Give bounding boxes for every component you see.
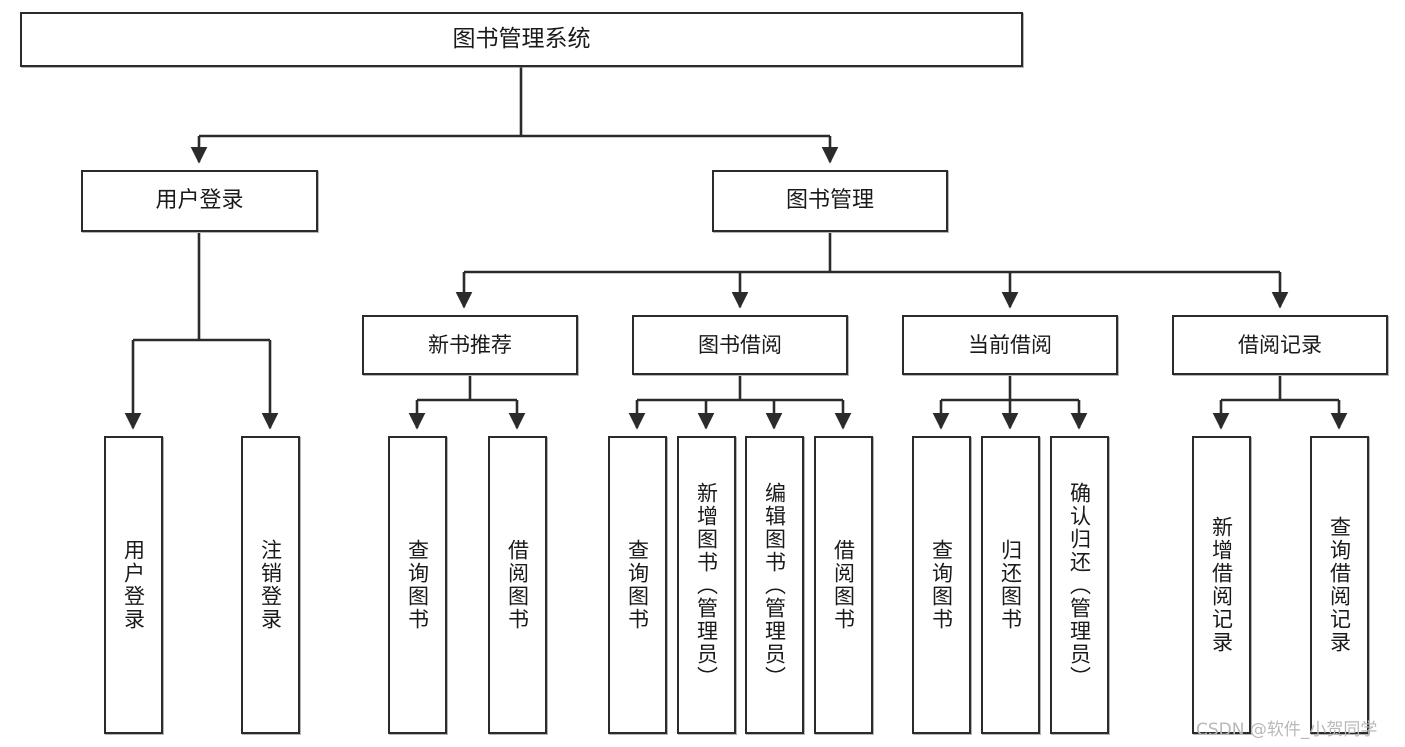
node-leaf-borrow-book-1-label: 借阅图书: [505, 539, 530, 631]
node-leaf-query-book-3-label: 查询图书: [929, 539, 954, 631]
node-leaf-confirm-return-label: 确认归还（管理员）: [1067, 481, 1092, 689]
node-leaf-confirm-return[interactable]: 确认归还（管理员）: [1050, 436, 1109, 734]
node-leaf-query-book-1[interactable]: 查询图书: [388, 436, 447, 734]
node-leaf-return-book[interactable]: 归还图书: [981, 436, 1040, 734]
node-leaf-borrow-book-1[interactable]: 借阅图书: [488, 436, 547, 734]
node-leaf-query-book-3[interactable]: 查询图书: [912, 436, 971, 734]
node-leaf-query-book-2-label: 查询图书: [625, 539, 650, 631]
node-leaf-add-book[interactable]: 新增图书（管理员）: [677, 436, 736, 734]
node-book-borrow[interactable]: 图书借阅: [632, 315, 848, 375]
node-leaf-user-login[interactable]: 用户登录: [104, 436, 163, 734]
node-leaf-query-record[interactable]: 查询借阅记录: [1310, 436, 1369, 734]
node-book-manage[interactable]: 图书管理: [712, 170, 948, 232]
node-book-manage-label: 图书管理: [785, 188, 874, 214]
node-leaf-add-book-label: 新增图书（管理员）: [694, 481, 719, 689]
node-leaf-user-logout[interactable]: 注销登录: [241, 436, 300, 734]
node-borrow-record-label: 借阅记录: [1238, 332, 1322, 357]
node-leaf-borrow-book-2-label: 借阅图书: [831, 539, 856, 631]
node-current-borrow-label: 当前借阅: [968, 332, 1052, 357]
node-borrow-record[interactable]: 借阅记录: [1172, 315, 1388, 375]
node-leaf-user-logout-label: 注销登录: [258, 539, 283, 631]
node-leaf-query-book-1-label: 查询图书: [405, 539, 430, 631]
csdn-watermark: CSDN @软件_小贺同学: [1196, 720, 1378, 740]
node-leaf-edit-book-label: 编辑图书（管理员）: [762, 481, 787, 689]
node-leaf-query-record-label: 查询借阅记录: [1327, 516, 1352, 654]
node-leaf-add-record[interactable]: 新增借阅记录: [1192, 436, 1251, 734]
node-book-borrow-label: 图书借阅: [698, 332, 782, 357]
node-new-book-recommend-label: 新书推荐: [428, 332, 512, 357]
node-root[interactable]: 图书管理系统: [20, 12, 1023, 67]
node-user-login-label: 用户登录: [155, 188, 244, 214]
node-leaf-return-book-label: 归还图书: [998, 539, 1023, 631]
node-leaf-query-book-2[interactable]: 查询图书: [608, 436, 667, 734]
node-new-book-recommend[interactable]: 新书推荐: [362, 315, 578, 375]
node-leaf-add-record-label: 新增借阅记录: [1209, 516, 1234, 654]
node-leaf-borrow-book-2[interactable]: 借阅图书: [814, 436, 873, 734]
node-user-login[interactable]: 用户登录: [81, 170, 318, 232]
node-leaf-user-login-label: 用户登录: [121, 539, 146, 631]
node-leaf-edit-book[interactable]: 编辑图书（管理员）: [745, 436, 804, 734]
node-root-label: 图书管理系统: [452, 25, 591, 52]
node-current-borrow[interactable]: 当前借阅: [902, 315, 1118, 375]
